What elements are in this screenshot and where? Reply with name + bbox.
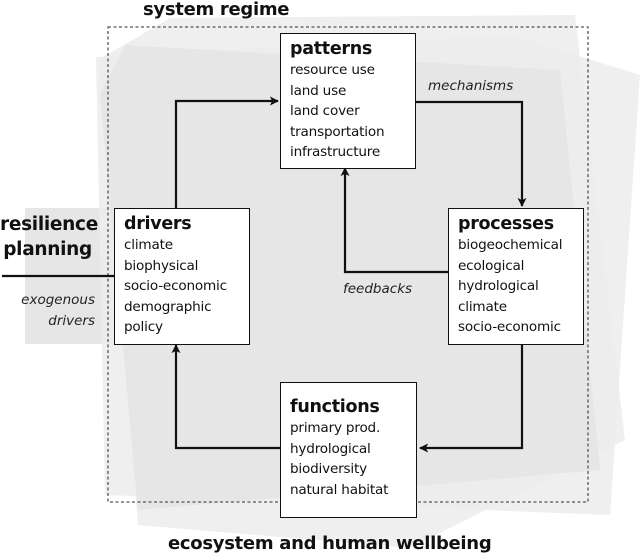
functions-box: functions primary prod. hydrological bio… (280, 382, 417, 518)
functions-item: hydrological (290, 440, 371, 457)
wellbeing-title: ecosystem and human wellbeing (168, 533, 492, 554)
processes-box: processes biogeochemical ecological hydr… (448, 208, 584, 345)
patterns-item: resource use (290, 62, 375, 78)
drivers-box: drivers climate biophysical socio-econom… (114, 208, 250, 345)
processes-item: climate (458, 298, 507, 315)
processes-title: processes (458, 214, 554, 234)
arrow-processes-to-functions (419, 345, 524, 453)
exogenous-caption-line2: drivers (48, 313, 95, 329)
arrow-feedbacks (340, 167, 448, 274)
functions-item: natural habitat (290, 481, 389, 498)
drivers-item: climate (124, 237, 173, 253)
drivers-item: demographic (124, 298, 212, 315)
drivers-item: policy (124, 319, 163, 336)
processes-item: biogeochemical (458, 237, 563, 253)
drivers-item: biophysical (124, 257, 199, 274)
processes-item: socio-economic (458, 319, 561, 336)
exogenous-drivers-caption: exogenous drivers (0, 290, 95, 332)
resilience-label-line2: planning (3, 239, 92, 260)
processes-item: hydrological (458, 278, 539, 295)
patterns-item: transportation (290, 123, 385, 140)
functions-item: primary prod. (290, 420, 381, 436)
patterns-item: land use (290, 82, 347, 99)
patterns-item: land cover (290, 103, 360, 120)
system-regime-title: system regime (143, 0, 290, 20)
patterns-title: patterns (290, 39, 373, 59)
mechanisms-label: mechanisms (428, 78, 514, 94)
resilience-label-line1: resilience (0, 214, 98, 235)
arrow-functions-to-drivers (171, 344, 280, 450)
patterns-item: infrastructure (290, 144, 380, 161)
exogenous-caption-line1: exogenous (21, 292, 95, 308)
patterns-box: patterns resource use land use land cove… (280, 33, 416, 169)
feedbacks-label: feedbacks (343, 281, 413, 297)
functions-title: functions (290, 397, 380, 417)
resilience-planning-label: resilience planning (0, 212, 98, 262)
processes-item: ecological (458, 257, 525, 274)
arrow-patterns-to-processes (415, 100, 527, 207)
background-shape-3 (100, 45, 600, 510)
arrow-drivers-to-patterns (174, 96, 279, 208)
drivers-item: socio-economic (124, 278, 227, 295)
drivers-title: drivers (124, 214, 192, 234)
functions-item: biodiversity (290, 461, 367, 478)
